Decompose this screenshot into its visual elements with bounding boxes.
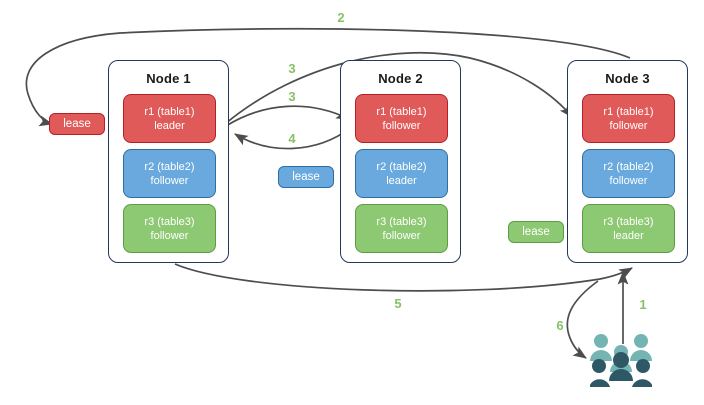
- replica-r2[interactable]: r2 (table2) follower: [582, 149, 675, 198]
- step-label-3-upper: 3: [288, 61, 296, 76]
- lease-badge-red[interactable]: lease: [49, 113, 105, 135]
- replica-r3[interactable]: r3 (table3) leader: [582, 204, 675, 253]
- replica-name: r1 (table1): [144, 105, 195, 118]
- node-title: Node 3: [605, 71, 650, 86]
- edge-step-5: [174, 263, 633, 292]
- replica-role: follower: [150, 229, 189, 242]
- edge-step-3-lower: [225, 105, 350, 127]
- replica-role: follower: [382, 119, 421, 132]
- replica-name: r1 (table1): [603, 105, 654, 118]
- step-label-3-lower: 3: [288, 89, 296, 104]
- replica-role: leader: [613, 229, 644, 242]
- replica-r1[interactable]: r1 (table1) follower: [582, 94, 675, 143]
- replica-r3[interactable]: r3 (table3) follower: [123, 204, 216, 253]
- replica-name: r3 (table3): [144, 215, 195, 228]
- replica-r2[interactable]: r2 (table2) leader: [355, 149, 448, 198]
- node-title: Node 2: [378, 71, 423, 86]
- replica-name: r2 (table2): [603, 160, 654, 173]
- lease-badge-green[interactable]: lease: [508, 221, 564, 243]
- replica-role: follower: [609, 119, 648, 132]
- node-box-3[interactable]: Node 3 r1 (table1) follower r2 (table2) …: [567, 60, 688, 263]
- node-title: Node 1: [146, 71, 191, 86]
- replica-name: r2 (table2): [144, 160, 195, 173]
- step-label-5: 5: [394, 296, 402, 311]
- replica-r1[interactable]: r1 (table1) follower: [355, 94, 448, 143]
- replica-r3[interactable]: r3 (table3) follower: [355, 204, 448, 253]
- replica-name: r3 (table3): [603, 215, 654, 228]
- replica-role: leader: [386, 174, 417, 187]
- step-label-1: 1: [639, 297, 647, 312]
- node-box-2[interactable]: Node 2 r1 (table1) follower r2 (table2) …: [340, 60, 461, 263]
- replica-r2[interactable]: r2 (table2) follower: [123, 149, 216, 198]
- replica-role: follower: [150, 174, 189, 187]
- replica-name: r2 (table2): [376, 160, 427, 173]
- step-label-4: 4: [288, 131, 296, 146]
- replica-role: follower: [382, 229, 421, 242]
- replica-role: follower: [609, 174, 648, 187]
- replica-r1[interactable]: r1 (table1) leader: [123, 94, 216, 143]
- users-icon: [589, 333, 653, 389]
- replica-name: r3 (table3): [376, 215, 427, 228]
- lease-badge-blue[interactable]: lease: [278, 166, 334, 188]
- replica-name: r1 (table1): [376, 105, 427, 118]
- node-box-1[interactable]: Node 1 r1 (table1) leader r2 (table2) fo…: [108, 60, 229, 263]
- replica-role: leader: [154, 119, 185, 132]
- step-label-2: 2: [337, 10, 345, 25]
- step-label-6: 6: [556, 318, 564, 333]
